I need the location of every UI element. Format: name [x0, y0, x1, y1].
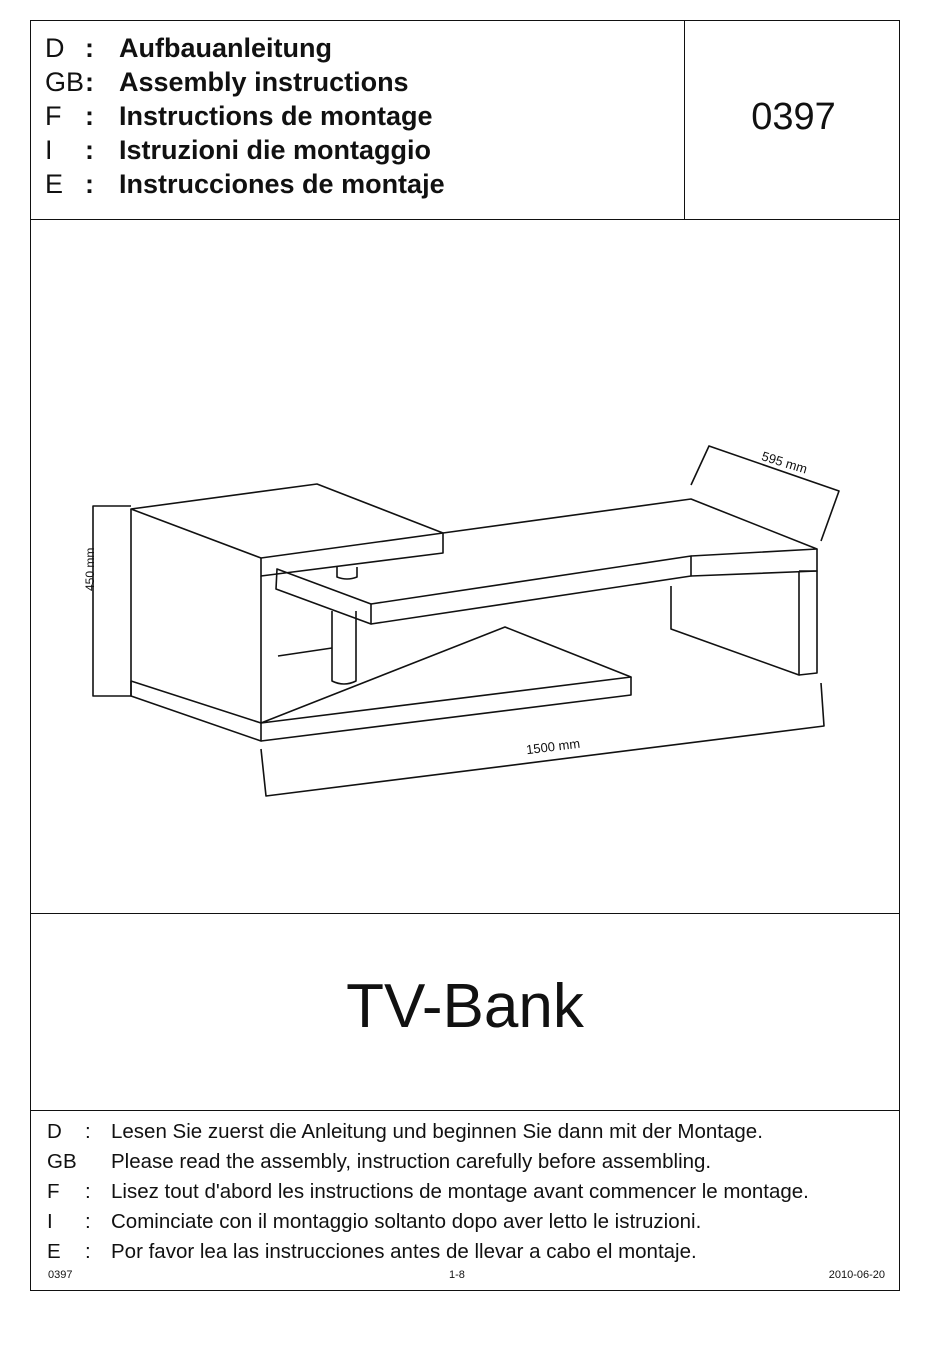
- colon: :: [85, 168, 94, 199]
- title-row-e: E : Instrucciones de montaje: [45, 167, 445, 201]
- height-dimension-label: 450 mm: [83, 547, 97, 591]
- note-row-e: E : Por favor lea las instrucciones ante…: [47, 1237, 809, 1267]
- colon: :: [85, 66, 94, 97]
- lang-code: I: [45, 134, 53, 165]
- lang-code: E: [45, 168, 64, 199]
- lang-code: D: [45, 32, 65, 63]
- colon: :: [85, 1120, 91, 1143]
- product-title: TV-Bank: [346, 972, 584, 1041]
- footer-page-number: 1-8: [449, 1269, 465, 1281]
- header-divider: [31, 219, 899, 220]
- note-row-f: F : Lisez tout d'abord les instructions …: [47, 1177, 809, 1207]
- tv-bench-illustration: [92, 445, 840, 797]
- lang-code: F: [45, 100, 62, 131]
- title-row-i: I : Istruzioni die montaggio: [45, 133, 445, 167]
- title-row-f: F : Instructions de montage: [45, 99, 445, 133]
- footer-doc-number: 0397: [48, 1269, 73, 1281]
- page-frame: D : Aufbauanleitung GB : Assembly instru…: [30, 20, 900, 1291]
- colon: :: [85, 1210, 91, 1233]
- colon: :: [85, 1180, 91, 1203]
- lang-code: D: [47, 1120, 62, 1143]
- title-divider: [31, 1110, 899, 1111]
- title-text: Assembly instructions: [119, 66, 409, 97]
- title-text: Instrucciones de montaje: [119, 168, 445, 199]
- colon: :: [85, 32, 94, 63]
- lang-code: GB: [45, 66, 85, 97]
- title-text: Instructions de montage: [119, 100, 433, 131]
- note-text: Lisez tout d'abord les instructions de m…: [111, 1180, 809, 1203]
- note-row-gb: GB Please read the assembly, instruction…: [47, 1147, 809, 1177]
- title-row-gb: GB : Assembly instructions: [45, 65, 445, 99]
- title-text: Istruzioni die montaggio: [119, 134, 431, 165]
- note-text: Lesen Sie zuerst die Anleitung und begin…: [111, 1120, 763, 1143]
- note-row-d: D : Lesen Sie zuerst die Anleitung und b…: [47, 1117, 809, 1147]
- title-row-d: D : Aufbauanleitung: [45, 31, 445, 65]
- footer-date: 2010-06-20: [828, 1269, 885, 1281]
- header-column-divider: [684, 21, 685, 219]
- lang-code: I: [47, 1210, 53, 1233]
- language-title-list: D : Aufbauanleitung GB : Assembly instru…: [45, 31, 445, 201]
- lang-code: E: [47, 1240, 61, 1263]
- drawing-divider: [31, 913, 899, 914]
- note-text: Cominciate con il montaggio soltanto dop…: [111, 1210, 702, 1233]
- lang-code: F: [47, 1180, 60, 1203]
- lang-code: GB: [47, 1150, 77, 1173]
- instruction-notes: D : Lesen Sie zuerst die Anleitung und b…: [47, 1117, 809, 1267]
- colon: :: [85, 100, 94, 131]
- title-text: Aufbauanleitung: [119, 32, 332, 63]
- note-row-i: I : Cominciate con il montaggio soltanto…: [47, 1207, 809, 1237]
- product-drawing: 450 mm 1500 mm 595 mm: [83, 441, 881, 846]
- note-text: Por favor lea las instrucciones antes de…: [111, 1240, 697, 1263]
- note-text: Please read the assembly, instruction ca…: [111, 1150, 712, 1173]
- colon: :: [85, 134, 94, 165]
- colon: :: [85, 1240, 91, 1263]
- document-number: 0397: [751, 96, 836, 138]
